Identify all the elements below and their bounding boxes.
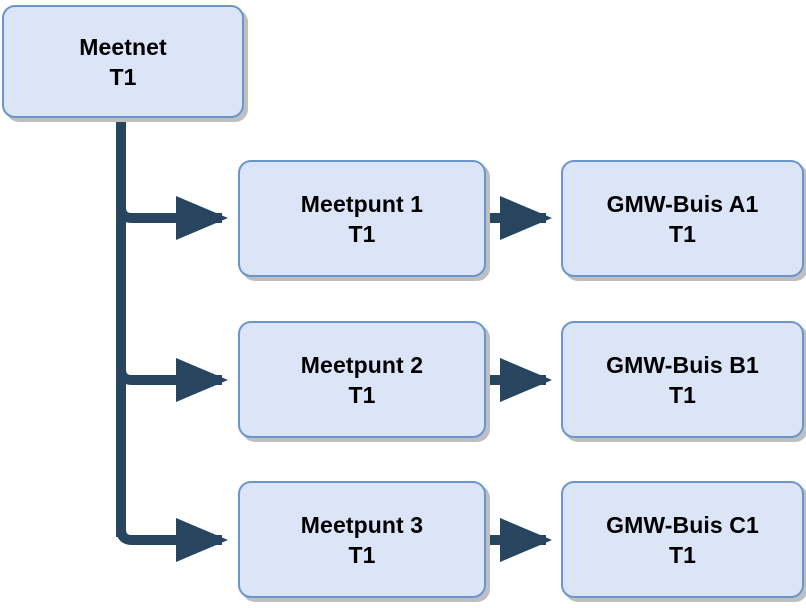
gmw-buis-c1-node[interactable]: GMW-Buis C1 T1	[561, 481, 804, 598]
meetnet-node-title: Meetnet	[79, 33, 167, 60]
edge-meetnet-to-meetpunt-2[interactable]	[116, 357, 229, 402]
gmw-buis-b1-node-title: GMW-Buis B1	[606, 351, 759, 378]
meetpunt-1-node[interactable]: Meetpunt 1 T1	[238, 160, 486, 277]
gmw-buis-a1-node-title: GMW-Buis A1	[606, 190, 759, 217]
meetnet-node[interactable]: Meetnet T1	[2, 5, 244, 118]
gmw-buis-a1-node[interactable]: GMW-Buis A1 T1	[561, 160, 804, 277]
gmw-buis-a1-node-subtitle: T1	[668, 220, 697, 247]
meetpunt-1-node-title: Meetpunt 1	[300, 190, 424, 217]
meetpunt-2-node[interactable]: Meetpunt 2 T1	[238, 321, 486, 438]
meetpunt-3-node-title: Meetpunt 3	[300, 511, 424, 538]
meetpunt-2-node-subtitle: T1	[348, 381, 376, 408]
gmw-buis-b1-node-subtitle: T1	[668, 381, 697, 408]
gmw-buis-b1-node[interactable]: GMW-Buis B1 T1	[561, 321, 804, 438]
meetpunt-1-node-subtitle: T1	[348, 220, 376, 247]
edge-meetnet-to-meetpunt-3[interactable]	[116, 517, 229, 562]
meetnet-node-subtitle: T1	[109, 63, 137, 90]
gmw-buis-c1-node-subtitle: T1	[668, 541, 697, 568]
edge-meetnet-to-meetpunt-1[interactable]	[116, 195, 229, 240]
meetpunt-3-node[interactable]: Meetpunt 3 T1	[238, 481, 486, 598]
gmw-buis-c1-node-title: GMW-Buis C1	[606, 511, 759, 538]
meetpunt-2-node-title: Meetpunt 2	[300, 351, 424, 378]
meetpunt-3-node-subtitle: T1	[348, 541, 376, 568]
